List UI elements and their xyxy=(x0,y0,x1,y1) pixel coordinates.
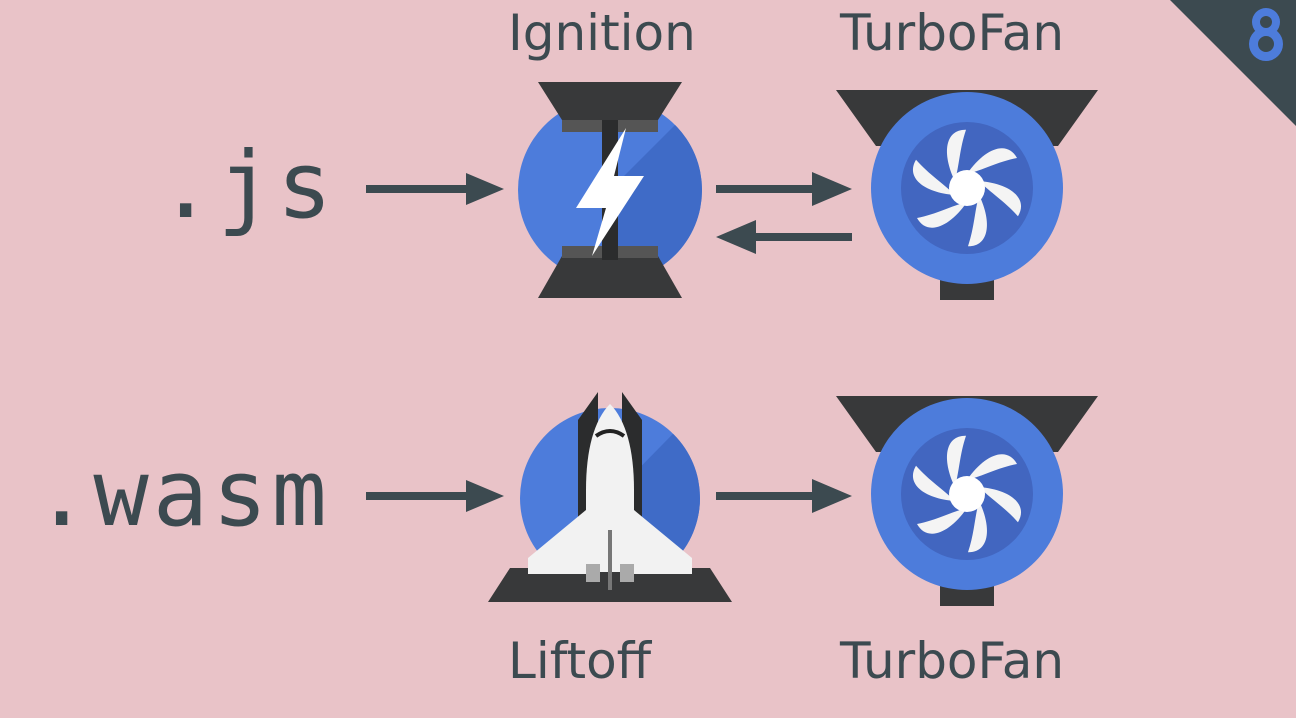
turbofan-to-ignition-arrow xyxy=(716,220,852,254)
ignition-label: Ignition xyxy=(508,4,696,62)
js-extension-label: .js xyxy=(158,132,337,239)
turbofan-bottom-icon xyxy=(836,396,1098,606)
liftoff-label: Liftoff xyxy=(508,632,652,690)
v8-logo xyxy=(1170,0,1296,126)
turbofan-top-label: TurboFan xyxy=(840,4,1065,62)
turbofan-bottom-label: TurboFan xyxy=(840,632,1065,690)
wasm-extension-label: .wasm xyxy=(34,440,331,547)
liftoff-to-turbofan-arrow xyxy=(716,479,852,513)
ignition-to-turbofan-arrow xyxy=(716,172,852,206)
liftoff-shuttle-icon xyxy=(488,392,732,602)
ignition-lightning-icon xyxy=(518,82,702,298)
wasm-to-liftoff-arrow xyxy=(366,480,504,512)
turbofan-top-icon xyxy=(836,90,1098,300)
js-to-ignition-arrow xyxy=(366,173,504,205)
